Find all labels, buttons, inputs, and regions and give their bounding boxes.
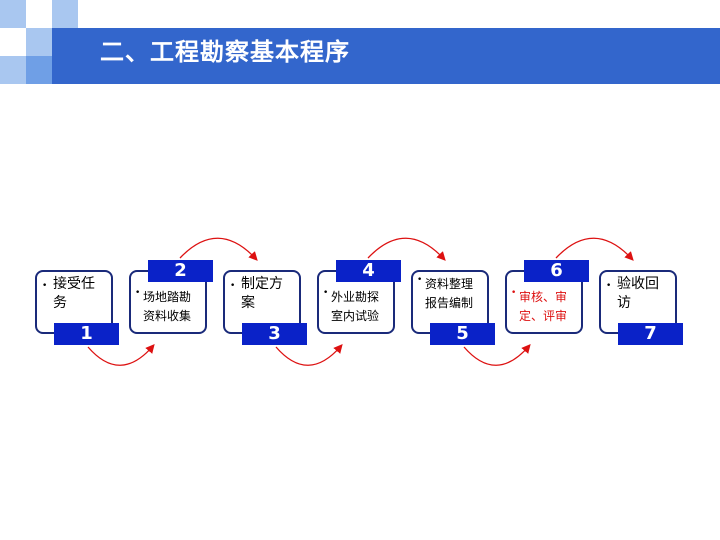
arrow-3-to-4: [275, 344, 343, 366]
step-text: 验收回 访: [617, 276, 659, 311]
bullet-dot: •: [511, 288, 517, 298]
step-text: 接受任 务: [53, 276, 95, 311]
step-text: 场地踏勘 资料收集: [143, 290, 192, 323]
decor-square: [26, 56, 52, 84]
bullet-dot: •: [606, 281, 612, 291]
step-number-1: 1: [54, 323, 119, 345]
bullet-dot: •: [417, 275, 423, 285]
step-text: 外业勘探 室内试验: [331, 290, 380, 323]
decor-square: [0, 0, 26, 28]
step-number-5: 5: [430, 323, 495, 345]
page-title: 二、工程勘察基本程序: [100, 38, 350, 66]
arrow-2-to-3: [179, 237, 258, 261]
step-text: 审核、审 定、评审: [519, 290, 568, 323]
step-number-2: 2: [148, 260, 213, 282]
arrow-4-to-5: [367, 237, 446, 261]
step-number-4: 4: [336, 260, 401, 282]
step-number-6: 6: [524, 260, 589, 282]
decor-square: [52, 0, 78, 28]
step-text: 制定方 案: [241, 276, 283, 311]
arrow-1-to-2: [87, 344, 155, 366]
arrow-6-to-7: [555, 237, 634, 261]
title-bar: [52, 28, 720, 84]
bullet-dot: •: [42, 281, 48, 291]
step-number-3: 3: [242, 323, 307, 345]
decor-square: [26, 28, 52, 56]
bullet-dot: •: [135, 288, 141, 298]
step-text: 资料整理 报告编制: [425, 277, 474, 310]
bullet-dot: •: [323, 288, 329, 298]
step-number-7: 7: [618, 323, 683, 345]
bullet-dot: •: [230, 281, 236, 291]
arrow-5-to-6: [463, 344, 531, 366]
decor-square: [0, 56, 26, 84]
